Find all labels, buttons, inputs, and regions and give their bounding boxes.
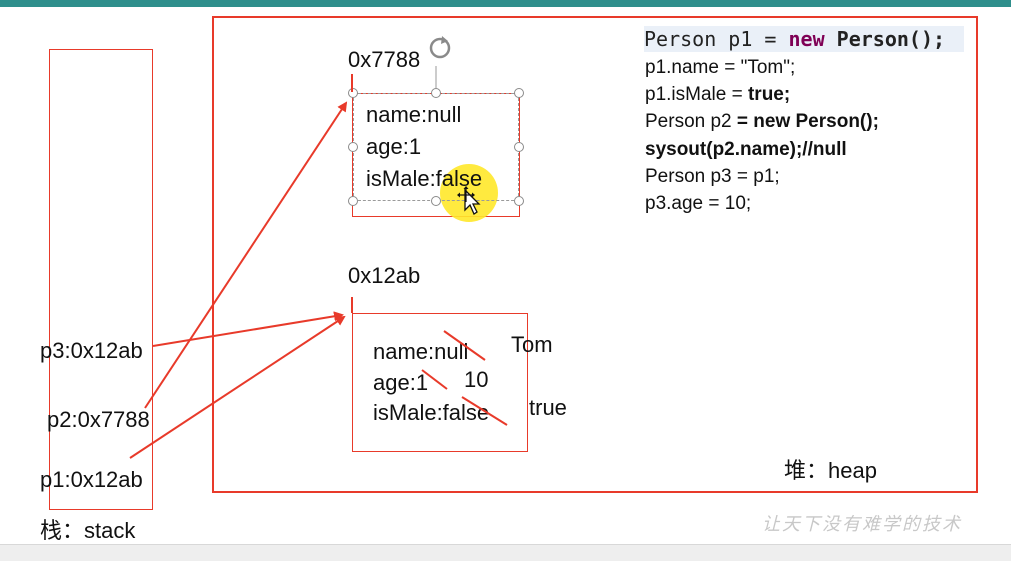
object2-update-name: Tom bbox=[511, 332, 553, 357]
code-line-1-text: Person p1 = new Person(); bbox=[644, 27, 946, 51]
object1-field-ismale: isMale:false bbox=[366, 166, 483, 191]
resize-handle-right[interactable] bbox=[514, 142, 524, 152]
code-line-3: p1.isMale = true; bbox=[645, 84, 791, 105]
code-line-7: p3.age = 10; bbox=[645, 193, 752, 214]
rotate-handle-icon bbox=[429, 36, 451, 59]
object-box-0x12ab bbox=[352, 313, 528, 452]
stack-box bbox=[49, 49, 153, 510]
resize-handle-left[interactable] bbox=[348, 142, 358, 152]
resize-handle-bottom[interactable] bbox=[431, 196, 441, 206]
code-line-4: Person p2 = new Person(); bbox=[645, 111, 879, 132]
object1-field-name: name:null bbox=[366, 102, 462, 127]
resize-handle-bottom-left[interactable] bbox=[348, 196, 358, 206]
code-line-5: sysout(p2.name);//null bbox=[645, 139, 847, 160]
object2-field-ismale: isMale:false bbox=[373, 400, 490, 425]
object2-field-name: name:null bbox=[373, 339, 469, 364]
resize-handle-top-right[interactable] bbox=[514, 88, 524, 98]
heap-label: 堆：heap bbox=[784, 458, 877, 483]
stack-entry-p2: p2:0x7788 bbox=[47, 407, 150, 432]
arrow-p2-to-0x7788 bbox=[144, 101, 348, 409]
object1-field-age: age:1 bbox=[366, 134, 422, 159]
resize-handle-top[interactable] bbox=[431, 88, 441, 98]
stack-entry-p1: p1:0x12ab bbox=[40, 467, 143, 492]
code-line-6: Person p3 = p1; bbox=[645, 166, 780, 187]
cursor-highlight bbox=[440, 164, 498, 222]
object2-field-age: age:1 bbox=[373, 370, 429, 395]
top-bar bbox=[0, 0, 1011, 7]
object2-update-age: 10 bbox=[464, 367, 489, 392]
resize-handle-bottom-right[interactable] bbox=[514, 196, 524, 206]
arrow-p3-to-0x12ab bbox=[152, 311, 344, 347]
object2-update-ismale: true bbox=[529, 395, 567, 420]
move-cursor-icon bbox=[457, 186, 475, 202]
strike-age bbox=[421, 369, 448, 390]
strike-name bbox=[443, 330, 486, 361]
arrow-p1-to-0x12ab bbox=[129, 315, 346, 459]
code-line-2: p1.name = "Tom"; bbox=[645, 57, 796, 78]
strike-ismale bbox=[461, 396, 508, 426]
object-address-0x12ab: 0x12ab bbox=[348, 263, 421, 288]
stack-label: 栈：stack bbox=[40, 518, 136, 543]
mouse-pointer-icon bbox=[464, 188, 481, 215]
watermark: 让天下没有难学的技术 bbox=[762, 514, 962, 535]
object-address-0x7788: 0x7788 bbox=[348, 47, 421, 72]
bottom-bar bbox=[0, 544, 1011, 561]
stack-entry-p3: p3:0x12ab bbox=[40, 338, 143, 363]
heap-box bbox=[212, 16, 978, 493]
code-line-1: Person p1 = new Person(); bbox=[644, 26, 964, 52]
